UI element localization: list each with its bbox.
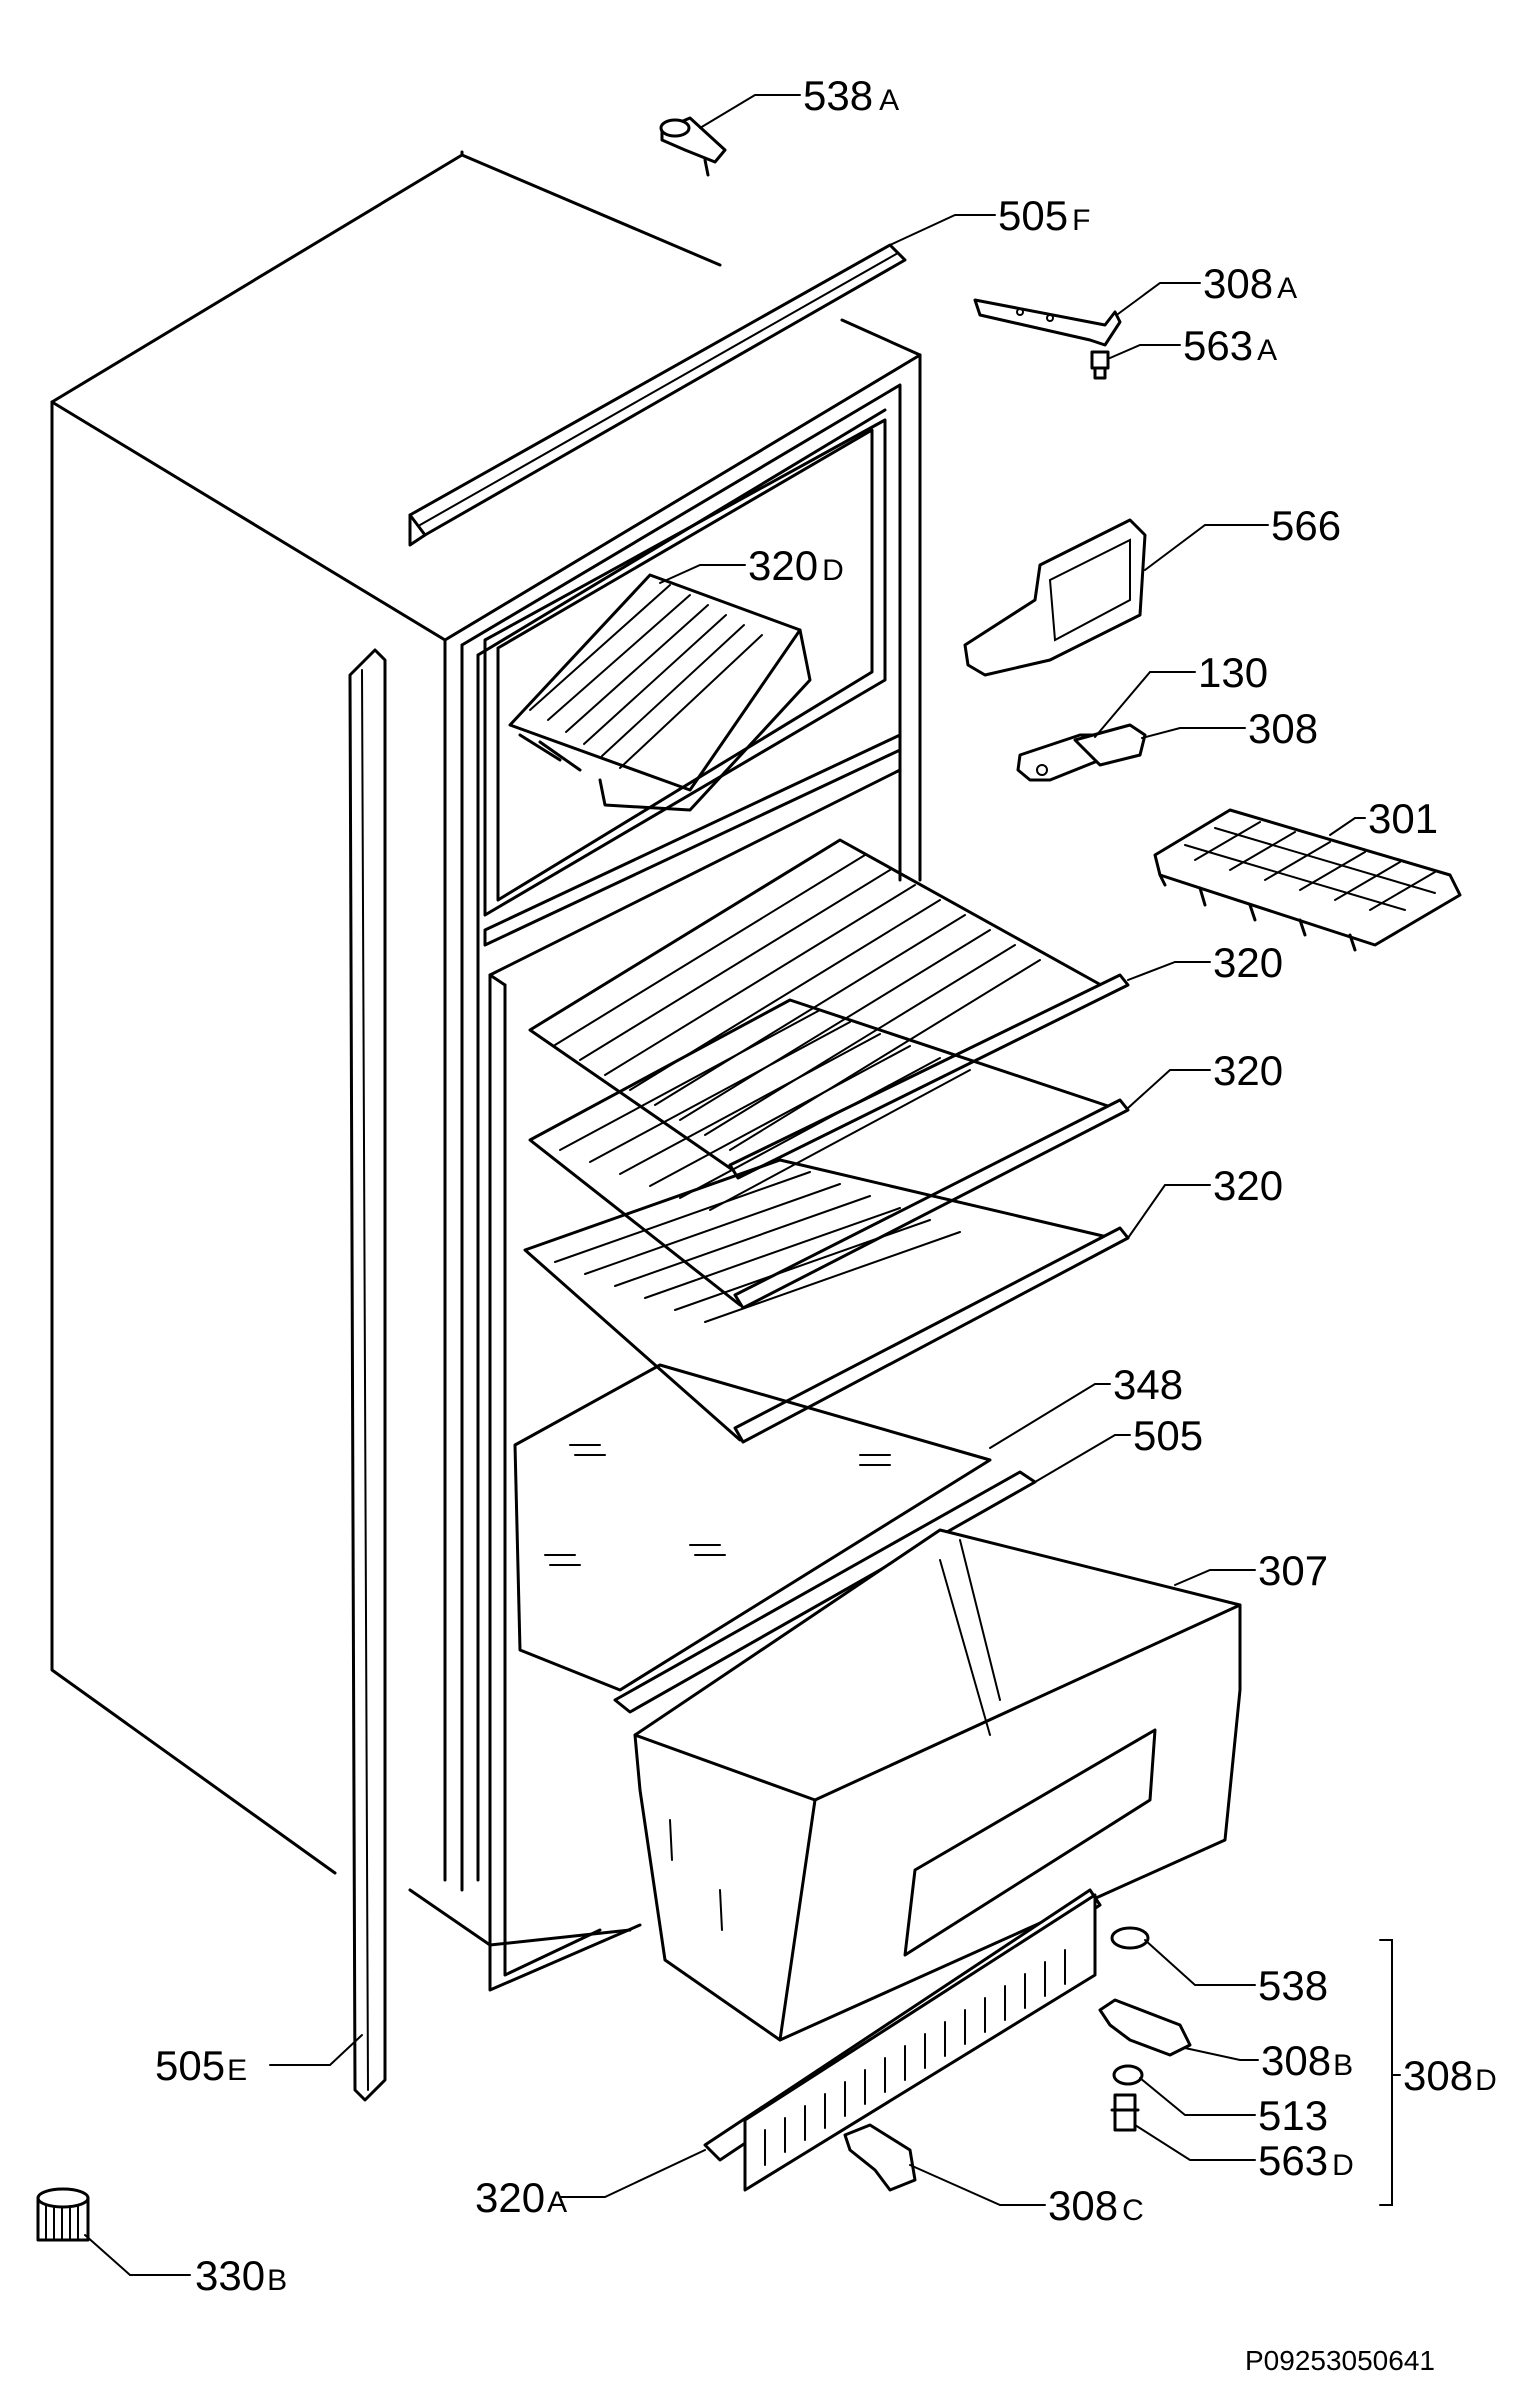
pin-563a xyxy=(1090,350,1110,380)
label-320-shelf-1: 320 xyxy=(1213,939,1283,986)
label-308: 308 xyxy=(1248,705,1318,752)
label-307: 307 xyxy=(1258,1547,1328,1594)
label-320-shelf-3: 320 xyxy=(1213,1162,1283,1209)
handle-566 xyxy=(963,518,1147,677)
label-538: 538 xyxy=(1258,1962,1328,2009)
bottom-grille-320a xyxy=(703,1888,1102,2192)
hinge-cap-538a xyxy=(659,116,727,177)
freezer-wire-basket xyxy=(508,573,812,812)
hinge-308a xyxy=(973,298,1122,347)
drawing-code: P09253050641 xyxy=(1245,2345,1435,2376)
label-308b: 308B xyxy=(1261,2037,1353,2084)
label-505: 505 xyxy=(1133,1412,1203,1459)
hinge-308b xyxy=(1098,1998,1192,2057)
label-513: 513 xyxy=(1258,2092,1328,2139)
fridge-compartment xyxy=(488,768,902,1992)
door-seal-505e xyxy=(348,648,387,2102)
label-130: 130 xyxy=(1198,649,1268,696)
washer-513 xyxy=(1112,2064,1144,2086)
label-308d: 308D xyxy=(1403,2052,1497,2099)
hinge-308 xyxy=(1073,723,1147,767)
hinge-308c xyxy=(843,2123,917,2192)
label-301: 301 xyxy=(1368,795,1438,842)
pin-563d xyxy=(1110,2093,1140,2132)
label-348: 348 xyxy=(1113,1361,1183,1408)
leader-lines xyxy=(84,94,1401,2276)
fridge-shelf-2 xyxy=(528,998,1130,1310)
crisper-drawer-307 xyxy=(633,1528,1242,2042)
top-seal-strip-505f xyxy=(408,243,907,547)
ice-tray-301 xyxy=(1153,808,1462,952)
hinge-cap-538 xyxy=(1110,1926,1150,1950)
freezer-compartment xyxy=(483,418,902,947)
glass-shelf-348 xyxy=(513,1363,992,1692)
label-505e: 505E xyxy=(155,2042,247,2089)
foot-330b xyxy=(36,2187,90,2242)
label-330b: 330B xyxy=(195,2252,287,2299)
label-320a: 320A xyxy=(475,2174,567,2221)
fridge-shelf-1 xyxy=(528,838,1130,1180)
fridge-shelf-3 xyxy=(523,1158,1130,1444)
label-566: 566 xyxy=(1271,502,1341,549)
label-320-shelf-2: 320 xyxy=(1213,1047,1283,1094)
